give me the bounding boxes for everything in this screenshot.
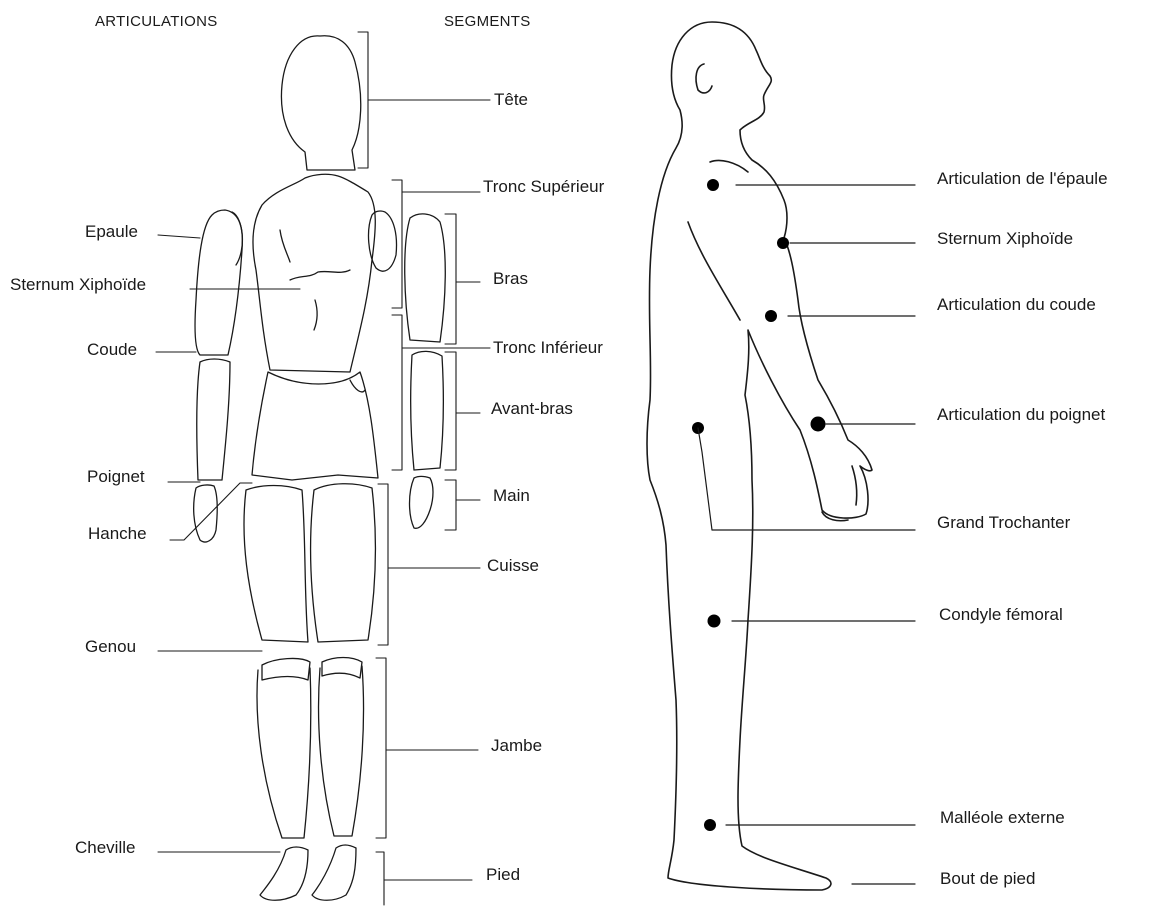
mannequin-hand xyxy=(194,485,218,542)
silhouette-outline xyxy=(647,22,872,890)
landmark-label-toe: Bout de pied xyxy=(940,869,1035,889)
segment-label-cuisse: Cuisse xyxy=(487,556,539,576)
segment-label-avant-bras: Avant-bras xyxy=(491,399,573,419)
segment-label-tronc-superieur: Tronc Supérieur xyxy=(483,177,604,197)
mannequin-lower-trunk xyxy=(252,372,378,480)
mannequin-shin-right xyxy=(319,666,364,836)
mannequin-foot-right xyxy=(312,845,356,900)
articulation-label-cheville: Cheville xyxy=(75,838,135,858)
articulation-label-coude: Coude xyxy=(87,340,137,360)
articulation-label-sternum: Sternum Xiphoïde xyxy=(10,275,146,295)
segment-label-bras: Bras xyxy=(493,269,528,289)
landmark-dot-sternum xyxy=(777,237,789,249)
landmark-dot-shoulder xyxy=(707,179,719,191)
segment-label-pied: Pied xyxy=(486,865,520,885)
mannequin-upper-trunk xyxy=(253,174,375,372)
landmark-label-ankle: Malléole externe xyxy=(940,808,1065,828)
segment-label-tete: Tête xyxy=(494,90,528,110)
segment-label-jambe: Jambe xyxy=(491,736,542,756)
landmark-dot-knee xyxy=(708,615,721,628)
mannequin-shin-left xyxy=(257,668,311,838)
landmark-label-wrist: Articulation du poignet xyxy=(937,405,1105,425)
mannequin-foot-left xyxy=(260,847,308,900)
landmark-dot-elbow xyxy=(765,310,777,322)
landmark-label-trochanter: Grand Trochanter xyxy=(937,513,1070,533)
articulation-label-genou: Genou xyxy=(85,637,136,657)
landmark-label-sternum: Sternum Xiphoïde xyxy=(937,229,1073,249)
segment-label-main: Main xyxy=(493,486,530,506)
header-segments: SEGMENTS xyxy=(444,12,531,32)
landmark-markers xyxy=(692,179,915,884)
articulation-label-epaule: Epaule xyxy=(85,222,138,242)
articulation-leaders xyxy=(156,235,300,852)
mannequin-figure xyxy=(194,36,446,901)
mannequin-arm-right xyxy=(405,214,446,342)
segment-label-tronc-inferieur: Tronc Inférieur xyxy=(493,338,603,358)
landmark-label-elbow: Articulation du coude xyxy=(937,295,1096,315)
landmark-dot-wrist xyxy=(811,417,826,432)
landmark-label-shoulder: Articulation de l'épaule xyxy=(937,169,1108,189)
articulation-label-hanche: Hanche xyxy=(88,524,147,544)
segment-brackets xyxy=(358,32,490,905)
mannequin-thigh-left xyxy=(244,486,308,643)
header-articulations: ARTICULATIONS xyxy=(95,12,218,32)
mannequin-thigh-right xyxy=(311,484,376,642)
mannequin-upper-arm xyxy=(195,210,242,355)
side-silhouette xyxy=(647,22,872,890)
landmark-label-knee: Condyle fémoral xyxy=(939,605,1063,625)
articulation-label-poignet: Poignet xyxy=(87,467,145,487)
mannequin-forearm xyxy=(197,359,230,480)
mannequin-head xyxy=(281,36,360,170)
landmark-dot-ankle xyxy=(704,819,716,831)
